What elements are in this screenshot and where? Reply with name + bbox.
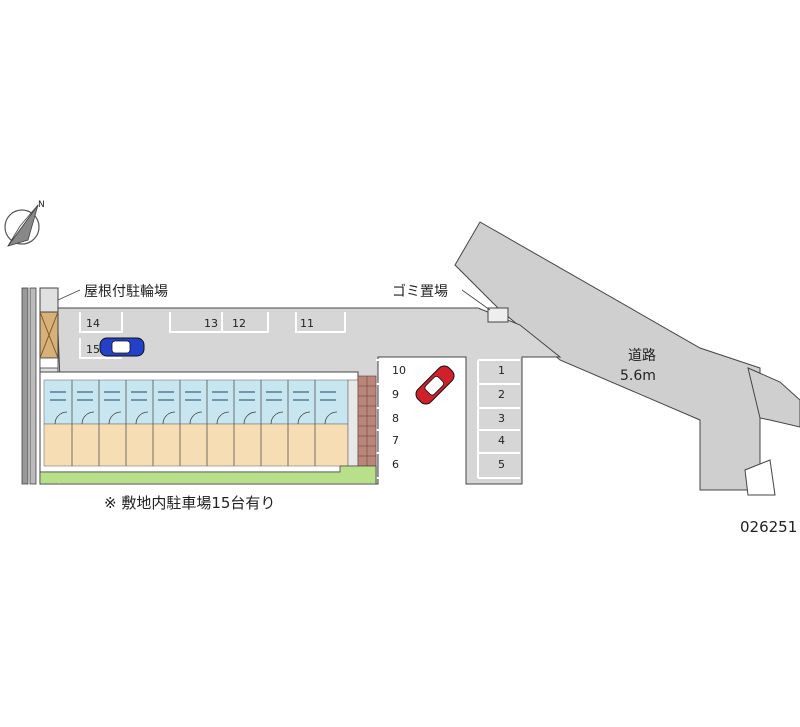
road-name-label: 道路 bbox=[628, 348, 656, 364]
road bbox=[454, 221, 800, 496]
apartment-building bbox=[39, 371, 359, 473]
slot-number: 15 bbox=[86, 343, 100, 356]
slot-number: 12 bbox=[232, 317, 246, 330]
svg-text:N: N bbox=[38, 200, 45, 210]
north-compass-icon: N bbox=[4, 200, 45, 247]
blue-car-icon bbox=[99, 337, 145, 357]
right-parking-slots bbox=[477, 359, 520, 479]
garbage-label: ゴミ置場 bbox=[392, 283, 448, 300]
slot-number: 9 bbox=[392, 388, 399, 401]
slot-number: 10 bbox=[392, 364, 406, 377]
slot-number: 4 bbox=[498, 434, 505, 447]
slot-number: 7 bbox=[392, 434, 399, 447]
slot-number: 5 bbox=[498, 458, 505, 471]
bicycle-parking-label: 屋根付駐輪場 bbox=[84, 283, 168, 300]
slot-number: 1 bbox=[498, 364, 505, 377]
middle-parking-slots bbox=[376, 359, 430, 479]
lawn-strip bbox=[39, 465, 377, 485]
slot-number: 6 bbox=[392, 458, 399, 471]
property-code: 026251 bbox=[740, 518, 797, 536]
red-car-icon bbox=[415, 365, 455, 405]
garbage-station bbox=[461, 289, 509, 323]
parking-note: ※ 敷地内駐車場15台有り bbox=[104, 494, 275, 512]
slot-number: 14 bbox=[86, 317, 100, 330]
slot-number: 2 bbox=[498, 388, 505, 401]
top-parking-slots bbox=[79, 312, 346, 359]
slot-number: 13 bbox=[204, 317, 218, 330]
slot-number: 11 bbox=[300, 317, 314, 330]
slot-number: 3 bbox=[498, 412, 505, 425]
brick-path bbox=[357, 375, 377, 483]
slot-number: 8 bbox=[392, 412, 399, 425]
bicycle-parking-area bbox=[39, 289, 81, 369]
road-width-label: 5.6m bbox=[620, 368, 656, 384]
